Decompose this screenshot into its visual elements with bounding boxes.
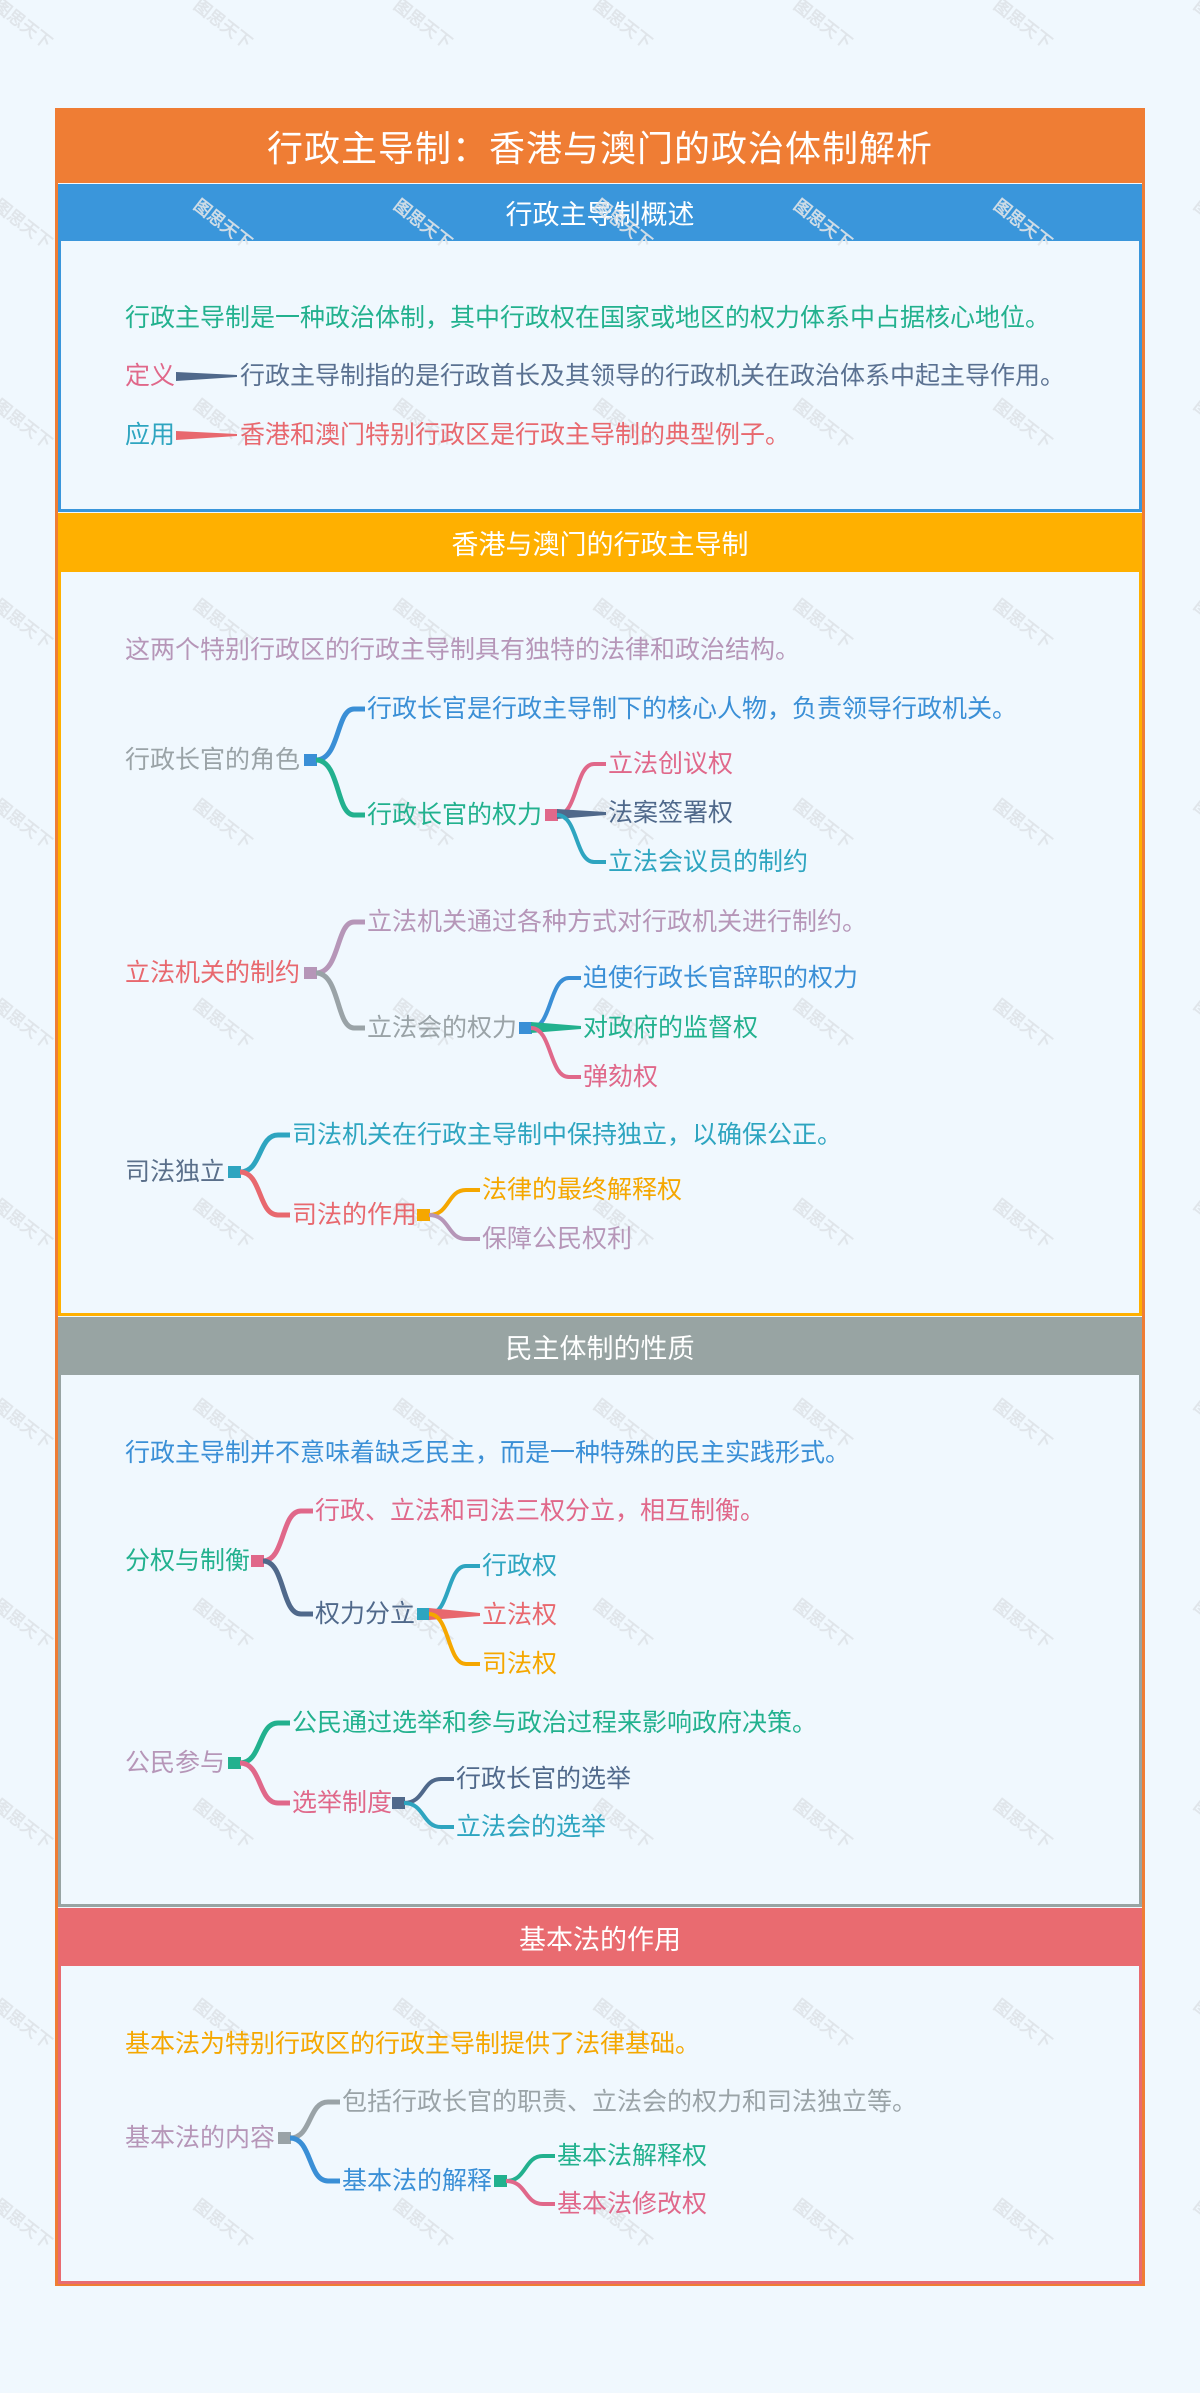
watermark: 图思天下 [0, 1195, 56, 1254]
watermark: 图思天下 [0, 995, 56, 1054]
application-text: 香港和澳门特别行政区是行政主导制的典型例子。 [240, 420, 791, 449]
mindmap-node: 司法机关在行政主导制中保持独立，以确保公正。 [292, 1120, 843, 1149]
mindmap-node: 司法的作用 [292, 1200, 418, 1229]
watermark: 图思天下 [1189, 395, 1200, 454]
section-title: 行政主导制概述 [505, 200, 695, 231]
watermark: 图思天下 [0, 795, 56, 854]
watermark: 图思天下 [0, 1595, 56, 1654]
basic-law-intro: 基本法为特别行政区的行政主导制提供了法律基础。 [125, 2029, 701, 2058]
watermark: 图思天下 [0, 595, 56, 654]
mindmap-node: 行政、立法和司法三权分立，相互制衡。 [315, 1496, 766, 1525]
mindmap-node: 立法会的选举 [456, 1812, 607, 1841]
mindmap-node: 司法权 [482, 1649, 558, 1678]
section-title: 基本法的作用 [519, 1924, 681, 1956]
watermark: 图思天下 [1189, 2195, 1200, 2254]
democracy-intro: 行政主导制并不意味着缺乏民主，而是一种特殊的民主实践形式。 [125, 1438, 851, 1467]
watermark: 图思天下 [1189, 1595, 1200, 1654]
watermark: 图思天下 [1189, 595, 1200, 654]
definition-text: 行政主导制指的是行政首长及其领导的行政机关在政治体系中起主导作用。 [240, 361, 1066, 390]
section-title: 香港与澳门的行政主导制 [451, 530, 749, 561]
mindmap-node: 包括行政长官的职责、立法会的权力和司法独立等。 [342, 2087, 918, 2116]
watermark: 图思天下 [189, 0, 256, 54]
watermark: 图思天下 [1189, 795, 1200, 854]
watermark: 图思天下 [0, 0, 56, 54]
mindmap-node: 立法会的权力 [367, 1013, 518, 1042]
section-title: 民主体制的性质 [505, 1333, 695, 1365]
watermark: 图思天下 [1189, 1795, 1200, 1854]
watermark: 图思天下 [789, 0, 856, 54]
mindmap-node: 法案签署权 [608, 798, 734, 827]
watermark: 图思天下 [389, 0, 456, 54]
section-basic-law: 基本法的作用 [58, 1908, 1142, 2284]
section-header: 行政主导制概述 [61, 184, 1139, 241]
overview-intro: 行政主导制是一种政治体制，其中行政权在国家或地区的权力体系中占据核心地位。 [125, 303, 1051, 332]
mindmap-node: 公民通过选举和参与政治过程来影响政府决策。 [292, 1708, 818, 1737]
section-header: 香港与澳门的行政主导制 [61, 513, 1139, 572]
section-header: 民主体制的性质 [61, 1317, 1139, 1375]
mindmap-node: 基本法的内容 [125, 2123, 276, 2152]
mindmap-node: 保障公民权利 [482, 1224, 633, 1253]
mindmap-node: 弹劾权 [583, 1062, 659, 1091]
mindmap-node: 行政长官的权力 [367, 800, 543, 829]
watermark: 图思天下 [0, 1995, 56, 2054]
mindmap-node: 立法权 [482, 1600, 558, 1629]
mindmap-node: 法律的最终解释权 [482, 1175, 683, 1204]
section-hk-macau: 香港与澳门的行政主导制 [58, 513, 1142, 1316]
watermark: 图思天下 [1189, 995, 1200, 1054]
watermark: 图思天下 [989, 0, 1056, 54]
mindmap-node: 对政府的监督权 [583, 1013, 759, 1042]
application-label: 应用 [125, 420, 176, 449]
mindmap-node: 立法会议员的制约 [608, 847, 809, 876]
mindmap-node: 行政长官的选举 [456, 1764, 632, 1793]
mindmap-node: 选举制度 [292, 1788, 393, 1817]
mindmap-node: 基本法的解释 [342, 2166, 493, 2195]
mindmap-node: 公民参与 [125, 1748, 226, 1777]
page-title: 行政主导制：香港与澳门的政治体制解析 [266, 128, 933, 170]
mindmap-node: 迫使行政长官辞职的权力 [583, 963, 859, 992]
mindmap-node: 基本法解释权 [557, 2141, 708, 2170]
mindmap-node: 立法创议权 [608, 749, 734, 778]
watermark: 图思天下 [1189, 195, 1200, 254]
mindmap-node: 司法独立 [125, 1157, 226, 1186]
mindmap-node: 行政长官的角色 [125, 745, 301, 774]
watermark: 图思天下 [0, 2195, 56, 2254]
watermark: 图思天下 [1189, 1395, 1200, 1454]
watermark: 图思天下 [589, 0, 656, 54]
watermark: 图思天下 [0, 395, 56, 454]
page-title-bar: 行政主导制：香港与澳门的政治体制解析 [55, 108, 1145, 183]
mindmap-node: 权力分立 [315, 1599, 416, 1628]
watermark: 图思天下 [1189, 0, 1200, 54]
watermark: 图思天下 [0, 195, 56, 254]
mindmap-node: 基本法修改权 [557, 2189, 708, 2218]
mindmap-node: 行政长官是行政主导制下的核心人物，负责领导行政机关。 [367, 694, 1018, 723]
watermark: 图思天下 [0, 1395, 56, 1454]
watermark: 图思天下 [1189, 1995, 1200, 2054]
watermark: 图思天下 [0, 1795, 56, 1854]
definition-label: 定义 [125, 361, 176, 390]
mindmap-node: 行政权 [482, 1551, 558, 1580]
mindmap-node: 立法机关通过各种方式对行政机关进行制约。 [367, 907, 868, 936]
mindmap-node: 分权与制衡 [125, 1546, 251, 1575]
watermark: 图思天下 [1189, 1195, 1200, 1254]
section-democracy: 民主体制的性质 [58, 1317, 1142, 1907]
section-header: 基本法的作用 [61, 1908, 1139, 1966]
hk-macau-intro: 这两个特别行政区的行政主导制具有独特的法律和政治结构。 [125, 635, 801, 664]
section-overview: 行政主导制概述 [58, 184, 1142, 512]
mindmap-node: 立法机关的制约 [125, 958, 301, 987]
